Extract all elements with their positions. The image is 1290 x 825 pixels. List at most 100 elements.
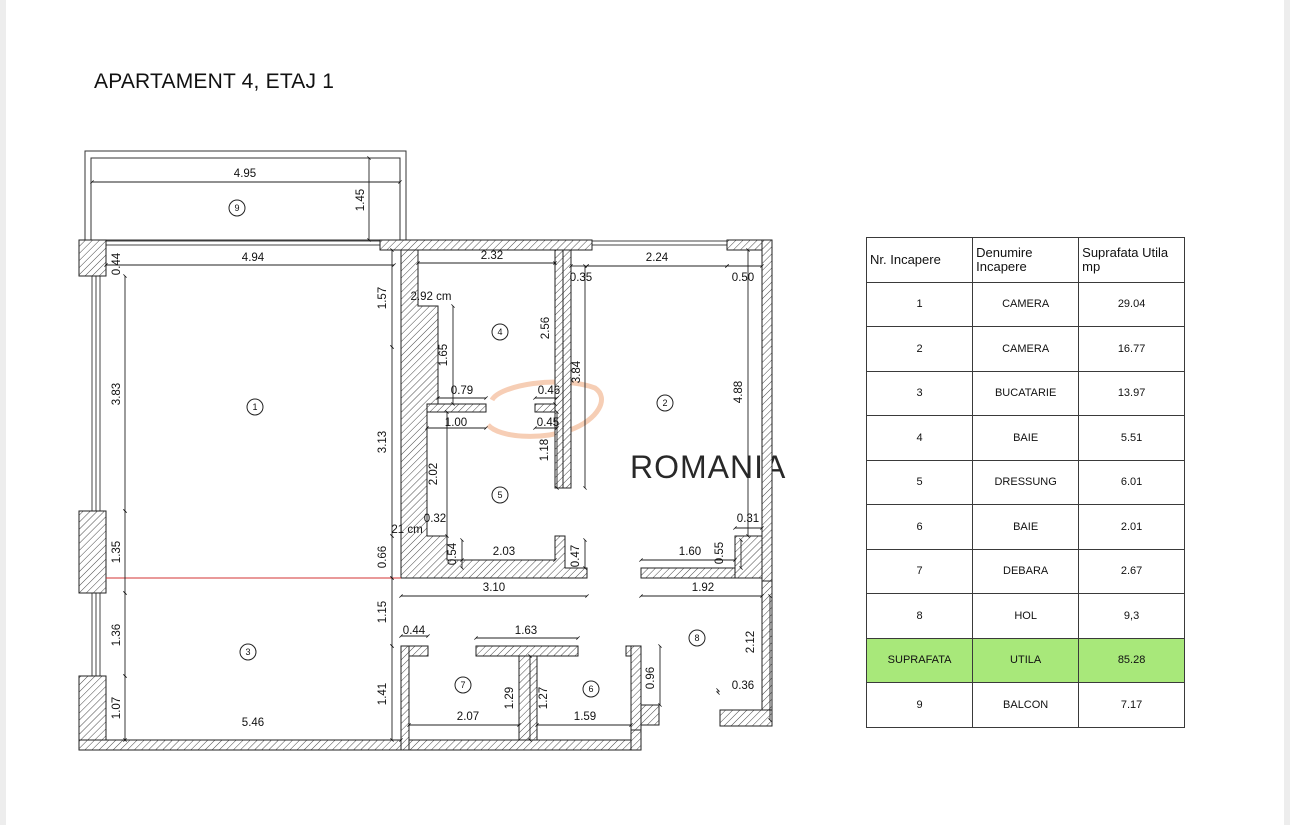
total-row: SUPRAFATA UTILA 85.28	[865, 637, 1185, 683]
cell-area: 29.04	[1078, 281, 1185, 327]
room-marker-label-6: 6	[588, 684, 593, 694]
room-marker-9	[228, 199, 246, 217]
dim-212: 2.12	[745, 631, 757, 653]
cell-name: HOL	[972, 593, 1080, 639]
dim-136: 1.36	[111, 624, 123, 646]
dim-159: 1.59	[574, 711, 596, 723]
table-row: 6 BAIE 2.01	[865, 504, 1185, 550]
dim-035: 0.35	[570, 272, 592, 284]
dim-046: 0.46	[538, 385, 560, 397]
cell-name: BUCATARIE	[972, 370, 1080, 416]
room-markers	[228, 199, 706, 698]
dim-031: 0.31	[737, 513, 759, 525]
room-marker-5	[491, 486, 509, 504]
dim-310: 3.10	[483, 582, 505, 594]
dim-044b: 0.44	[403, 625, 426, 637]
room-marker-label-3: 3	[245, 647, 250, 657]
dim-036: 0.36	[732, 680, 754, 692]
cell-area: 6.01	[1078, 459, 1185, 505]
dim-room1-width: 4.94	[242, 252, 265, 264]
dim-203: 2.03	[493, 546, 515, 558]
dim-488: 4.88	[733, 381, 745, 403]
dim-21cm: 21 cm	[391, 524, 422, 536]
watermark: ROMANIA	[486, 379, 785, 485]
dim-room4-width: 2.32	[481, 250, 503, 262]
page-edge-left	[0, 0, 6, 825]
cell-total-area: 85.28	[1078, 637, 1185, 683]
dimension-lines	[90, 156, 772, 742]
cell-name: BAIE	[972, 415, 1080, 461]
dim-160: 1.60	[679, 546, 701, 558]
dim-room2-width: 2.24	[646, 252, 669, 264]
page-edge-right	[1284, 0, 1290, 825]
dim-032: 0.32	[424, 513, 446, 525]
header-room-name: Denumire Incapere	[972, 237, 1080, 283]
room-marker-label-2: 2	[662, 398, 667, 408]
dim-256: 2.56	[540, 317, 552, 339]
dim-054: 0.54	[447, 542, 459, 565]
plan-title: APARTAMENT 4, ETAJ 1	[94, 70, 335, 93]
table-row: 9 BALCON 7.17	[865, 682, 1185, 728]
area-table-header: Nr. Incapere Denumire Incapere Suprafata…	[865, 237, 1185, 283]
dim-163: 1.63	[515, 625, 537, 637]
dim-100: 1.00	[445, 417, 467, 429]
dim-balcony-width: 4.95	[234, 168, 256, 180]
dim-room3-width: 5.46	[242, 717, 264, 729]
cell-area: 16.77	[1078, 326, 1185, 372]
table-row: 2 CAMERA 16.77	[865, 326, 1185, 372]
cell-area: 5.51	[1078, 415, 1185, 461]
left-window-lines	[91, 240, 727, 678]
room-marker-label-7: 7	[460, 680, 465, 690]
dim-wall-044: 0.44	[111, 252, 123, 275]
dim-115: 1.15	[377, 601, 389, 623]
room-marker-label-4: 4	[497, 327, 502, 337]
room-marker-7	[454, 676, 472, 694]
dim-047: 0.47	[570, 545, 582, 567]
cell-area: 13.97	[1078, 370, 1185, 416]
walls	[78, 239, 773, 751]
header-room-number: Nr. Incapere	[865, 237, 974, 283]
dim-127: 1.27	[538, 687, 550, 709]
cell-name: DEBARA	[972, 548, 1080, 594]
dim-202: 2.02	[428, 463, 440, 485]
table-row: 7 DEBARA 2.67	[865, 548, 1185, 594]
cell-nr: 3	[865, 370, 974, 416]
table-row: 4 BAIE 5.51	[865, 415, 1185, 461]
dim-313: 3.13	[377, 431, 389, 453]
cell-nr: 6	[865, 504, 974, 550]
room-marker-1	[246, 398, 264, 416]
dim-141: 1.41	[377, 683, 389, 705]
dim-room1-height: 3.83	[111, 383, 123, 405]
dim-207: 2.07	[457, 711, 479, 723]
cell-area: 2.01	[1078, 504, 1185, 550]
cell-area: 9,3	[1078, 593, 1185, 639]
room-marker-8	[688, 629, 706, 647]
cell-area: 7.17	[1078, 682, 1185, 728]
room-marker-label-5: 5	[497, 490, 502, 500]
table-row: 5 DRESSUNG 6.01	[865, 459, 1185, 505]
table-row: 8 HOL 9,3	[865, 593, 1185, 639]
cell-nr: 2	[865, 326, 974, 372]
table-row: 1 CAMERA 29.04	[865, 281, 1185, 327]
cell-name: BALCON	[972, 682, 1080, 728]
cell-name: CAMERA	[972, 281, 1080, 327]
floor-plan: ROMANIA	[78, 150, 785, 751]
dim-050: 0.50	[732, 272, 754, 284]
cell-name: CAMERA	[972, 326, 1080, 372]
dim-165: 1.65	[438, 344, 450, 366]
cell-nr: 5	[865, 459, 974, 505]
cell-name: DRESSUNG	[972, 459, 1080, 505]
room-marker-4	[491, 323, 509, 341]
room-marker-label-1: 1	[252, 402, 257, 412]
dim-079: 0.79	[451, 385, 473, 397]
cell-area: 2.67	[1078, 548, 1185, 594]
dim-balcony-depth: 1.45	[355, 189, 367, 211]
dim-192: 1.92	[692, 582, 714, 594]
cell-nr: 8	[865, 593, 974, 639]
cell-total-label: SUPRAFATA	[865, 637, 974, 683]
room-marker-3	[239, 643, 257, 661]
room-marker-6	[582, 680, 600, 698]
room-marker-label-8: 8	[694, 633, 699, 643]
cell-nr: 1	[865, 281, 974, 327]
cell-nr: 7	[865, 548, 974, 594]
